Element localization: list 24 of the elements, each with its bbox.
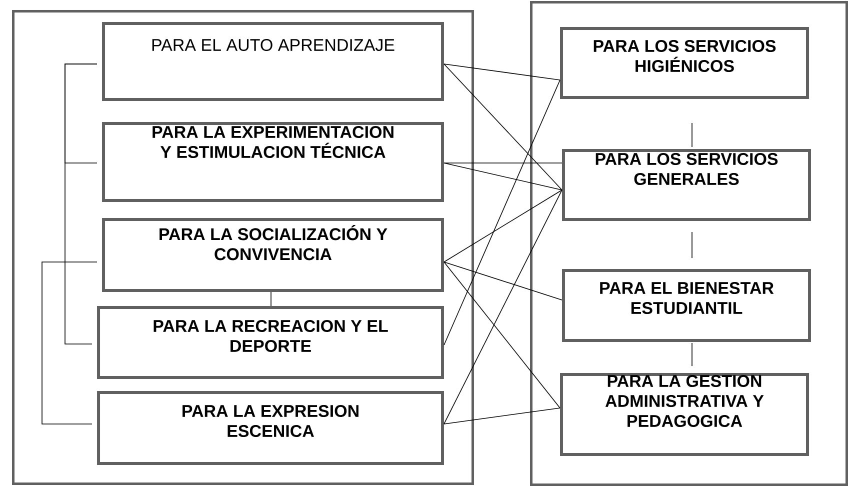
connector-line xyxy=(270,292,272,306)
category-box: PARA LA RECREACION Y EL DEPORTE xyxy=(97,306,444,379)
category-box: PARA LOS SERVICIOS GENERALES xyxy=(562,149,811,221)
connector-line xyxy=(444,162,562,164)
bracket-line xyxy=(42,262,98,424)
connector-line xyxy=(444,408,560,424)
category-box: PARA LA SOCIALIZACIÓN Y CONVIVENCIA xyxy=(102,218,444,292)
category-box: PARA LA GESTION ADMINISTRATIVA Y PEDAGOGICA xyxy=(560,372,809,456)
category-box: PARA EL AUTO APRENDIZAJE xyxy=(102,22,444,101)
connector-line xyxy=(444,190,562,424)
bracket-line xyxy=(64,64,98,344)
connector-line xyxy=(444,80,560,346)
category-box: PARA LA EXPERIMENTACION Y ESTIMULACION TÉCNICA xyxy=(102,122,444,202)
connector-line xyxy=(444,64,560,80)
connector-line xyxy=(444,262,562,300)
connector-line xyxy=(444,162,562,190)
connector-line xyxy=(444,64,562,190)
group-frame xyxy=(530,1,848,486)
connector-line xyxy=(444,262,560,408)
category-box: PARA LOS SERVICIOS HIGIÉNICOS xyxy=(560,27,809,99)
category-box: PARA LA EXPRESION ESCENICA xyxy=(97,390,444,465)
connector-line xyxy=(444,190,562,262)
category-box: PARA EL BIENESTAR ESTUDIANTIL xyxy=(562,268,811,342)
group-frame xyxy=(12,10,474,485)
